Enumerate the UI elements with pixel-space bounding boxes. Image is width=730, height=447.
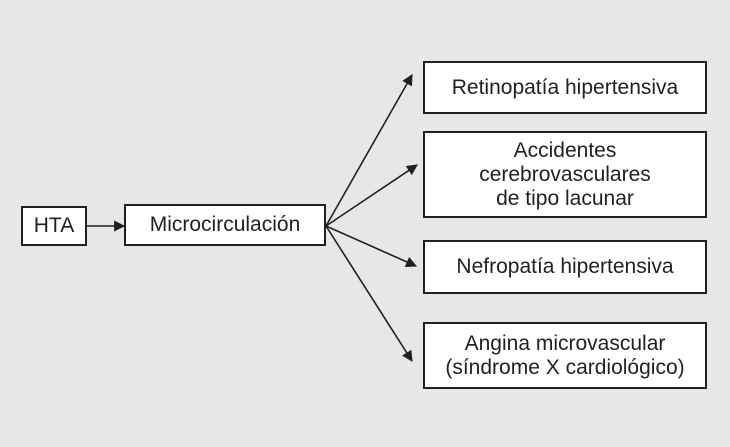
node-accidentes-label-line-2: cerebrovasculares <box>479 162 651 186</box>
node-microcirculacion: Microcirculación <box>124 204 326 246</box>
node-accidentes-label-line-3: de tipo lacunar <box>496 186 634 210</box>
node-angina-microvascular: Angina microvascular (síndrome X cardiol… <box>423 322 707 389</box>
node-angina-label-line-2: (síndrome X cardiológico) <box>445 355 685 379</box>
node-hta: HTA <box>21 206 87 246</box>
arrow-microcirculacion-to-nefropatia <box>325 225 418 268</box>
node-nefropatia-label: Nefropatía hipertensiva <box>456 255 674 278</box>
node-microcirculacion-label: Microcirculación <box>149 213 301 236</box>
node-retinopatia-label: Retinopatía hipertensiva <box>451 75 679 99</box>
node-hta-label: HTA <box>33 214 75 237</box>
node-accidentes-cerebrovasculares: Accidentes cerebrovasculares de tipo lac… <box>423 131 707 218</box>
node-accidentes-label-line-1: Accidentes <box>513 138 617 162</box>
node-retinopatia-hipertensiva: Retinopatía hipertensiva <box>423 61 707 114</box>
node-angina-label-line-1: Angina microvascular <box>464 331 666 355</box>
arrow-microcirculacion-to-angina <box>325 225 413 362</box>
arrow-microcirculacion-to-retinopatia <box>325 74 413 227</box>
node-nefropatia-hipertensiva: Nefropatía hipertensiva <box>423 240 707 294</box>
arrow-microcirculacion-to-accidentes <box>325 164 418 227</box>
